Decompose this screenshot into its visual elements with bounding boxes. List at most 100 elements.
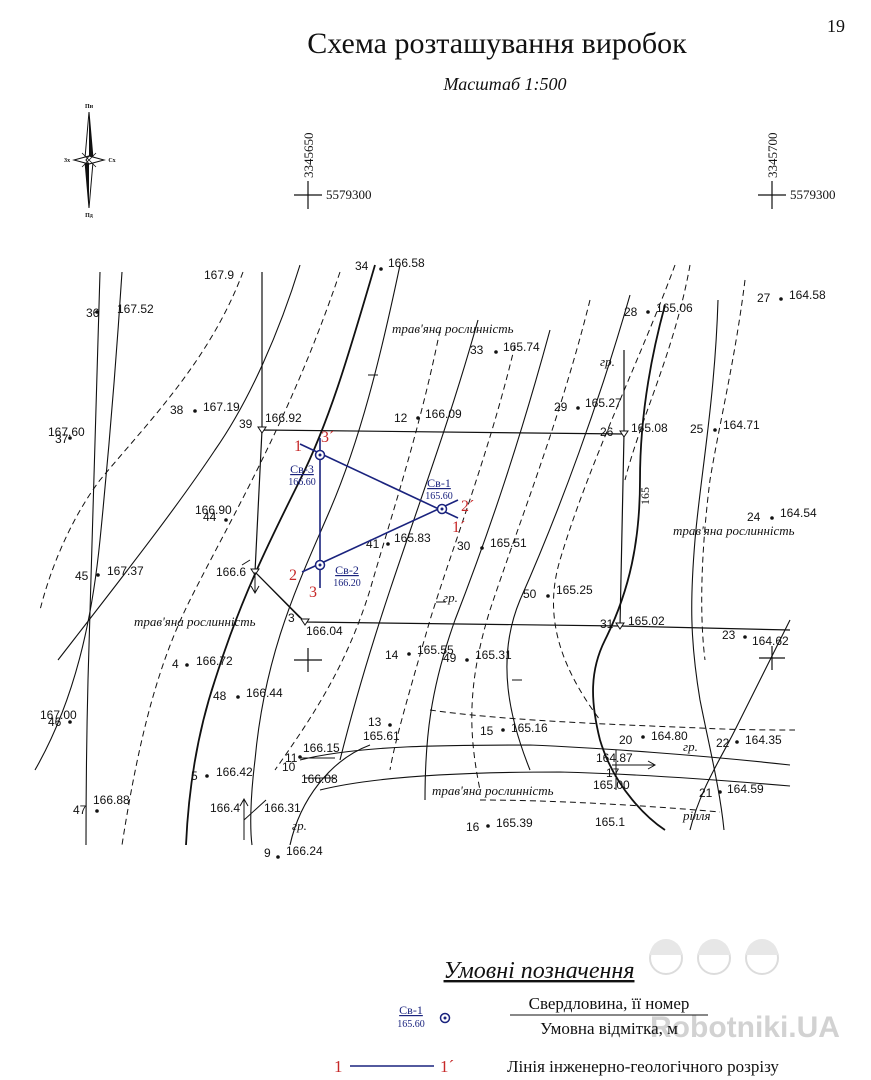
- borehole-elevation: 166.60: [288, 477, 316, 488]
- svg-text:26: 26: [600, 425, 614, 439]
- scale-label: Масштаб 1:500: [442, 74, 566, 94]
- svg-text:49: 49: [443, 651, 457, 665]
- svg-text:21: 21: [699, 786, 713, 800]
- legend-borehole-text: Свердловина, її номер: [529, 994, 690, 1013]
- svg-text:164.58: 164.58: [789, 288, 826, 302]
- svg-text:164.35: 164.35: [745, 733, 782, 747]
- survey-point: 28 165.06: [624, 301, 693, 319]
- svg-text:164.59: 164.59: [727, 782, 764, 796]
- svg-text:167.37: 167.37: [107, 564, 144, 578]
- borehole-elevation: 165.60: [425, 491, 453, 502]
- watermark-logo: [649, 939, 779, 975]
- svg-text:166.08: 166.08: [301, 772, 338, 786]
- survey-point: 25 164.71: [690, 418, 760, 436]
- compass-east-label: Сх: [108, 158, 115, 164]
- svg-text:37: 37: [55, 432, 69, 446]
- borehole-sv2: Св-2 166.20: [314, 559, 361, 589]
- svg-text:165.39: 165.39: [496, 816, 533, 830]
- soil-note: гр.: [683, 739, 698, 754]
- section-label: 1´: [452, 519, 465, 536]
- svg-text:45: 45: [75, 569, 89, 583]
- svg-text:47: 47: [73, 803, 87, 817]
- svg-text:4: 4: [172, 657, 179, 671]
- survey-point: 10 166.08: [282, 760, 338, 786]
- borehole-id: Св-1: [427, 476, 451, 490]
- svg-text:14: 14: [385, 648, 399, 662]
- area-notes: трав'яна рослинність трав'яна рослинніст…: [134, 321, 795, 833]
- overlapped-label-bottom-left-2: 166.31: [264, 801, 301, 815]
- svg-text:164.71: 164.71: [723, 418, 760, 432]
- borehole-id: Св-3: [290, 462, 314, 476]
- svg-text:166.42: 166.42: [216, 765, 253, 779]
- svg-text:11: 11: [285, 751, 298, 765]
- svg-text:165.83: 165.83: [394, 531, 431, 545]
- page-title: Схема розташування виробок: [307, 27, 687, 60]
- svg-text:25: 25: [690, 422, 704, 436]
- survey-point: 11 166.15: [285, 741, 340, 765]
- svg-text:33: 33: [470, 343, 484, 357]
- legend: Умовні позначення Св-1 165.60 Свердловин…: [334, 958, 779, 1076]
- svg-text:23: 23: [722, 628, 736, 642]
- compass-west-label: Зх: [64, 158, 70, 164]
- svg-text:165.27: 165.27: [585, 396, 622, 410]
- svg-text:165.06: 165.06: [656, 301, 693, 315]
- svg-text:5: 5: [191, 769, 198, 783]
- svg-text:48: 48: [213, 689, 227, 703]
- borehole-sv3: Св-3 166.60: [288, 449, 326, 488]
- svg-text:165.61: 165.61: [363, 729, 400, 743]
- page-number: 19: [827, 16, 845, 36]
- svg-text:164.80: 164.80: [651, 729, 688, 743]
- survey-point: 47 166.88: [73, 793, 130, 817]
- svg-text:164.54: 164.54: [780, 506, 817, 520]
- overlapped-label-bottom-left: 166.4: [210, 801, 240, 815]
- svg-text:166.09: 166.09: [425, 407, 462, 421]
- borehole-sv1: Св-1 165.60: [425, 476, 453, 515]
- survey-point: 24 164.54: [747, 506, 817, 524]
- legend-section-end: 1´: [440, 1057, 454, 1076]
- svg-text:165.31: 165.31: [475, 648, 512, 662]
- svg-text:166.44: 166.44: [246, 686, 283, 700]
- compass-south-label: Пд: [85, 213, 93, 219]
- svg-text:165.51: 165.51: [490, 536, 527, 550]
- compass-north-label: Пн: [85, 104, 94, 110]
- overlapped-label-bottom-right-2: 164.87: [596, 751, 633, 765]
- svg-text:38: 38: [170, 403, 184, 417]
- vegetation-note: трав'яна рослинність: [432, 783, 554, 798]
- arrow-markers: [239, 572, 657, 840]
- contour-slope-ticks: [241, 374, 522, 681]
- svg-text:12: 12: [394, 411, 408, 425]
- svg-text:28: 28: [624, 305, 638, 319]
- soil-note: гр.: [600, 354, 615, 369]
- svg-text:166.15: 166.15: [303, 741, 340, 755]
- grid-tick-crosses: [294, 646, 785, 672]
- boundary-extension-line-3: [619, 625, 791, 631]
- legend-borehole-id: Св-1: [399, 1003, 423, 1017]
- svg-text:167.00: 167.00: [40, 708, 77, 722]
- svg-text:24: 24: [747, 510, 761, 524]
- contour-lines: [34, 264, 796, 846]
- overlapped-label-left-mid: 166.6: [216, 565, 246, 579]
- svg-text:10: 10: [282, 760, 296, 774]
- legend-section-start: 1: [334, 1057, 343, 1076]
- svg-text:166.88: 166.88: [93, 793, 130, 807]
- section-label: 3: [309, 584, 317, 601]
- svg-text:166.90: 166.90: [195, 503, 232, 517]
- overlapped-labels: 167.9 166.6 166.4 166.31 165.1 164.87: [204, 268, 633, 829]
- svg-text:17: 17: [606, 766, 620, 780]
- svg-text:167.19: 167.19: [203, 400, 240, 414]
